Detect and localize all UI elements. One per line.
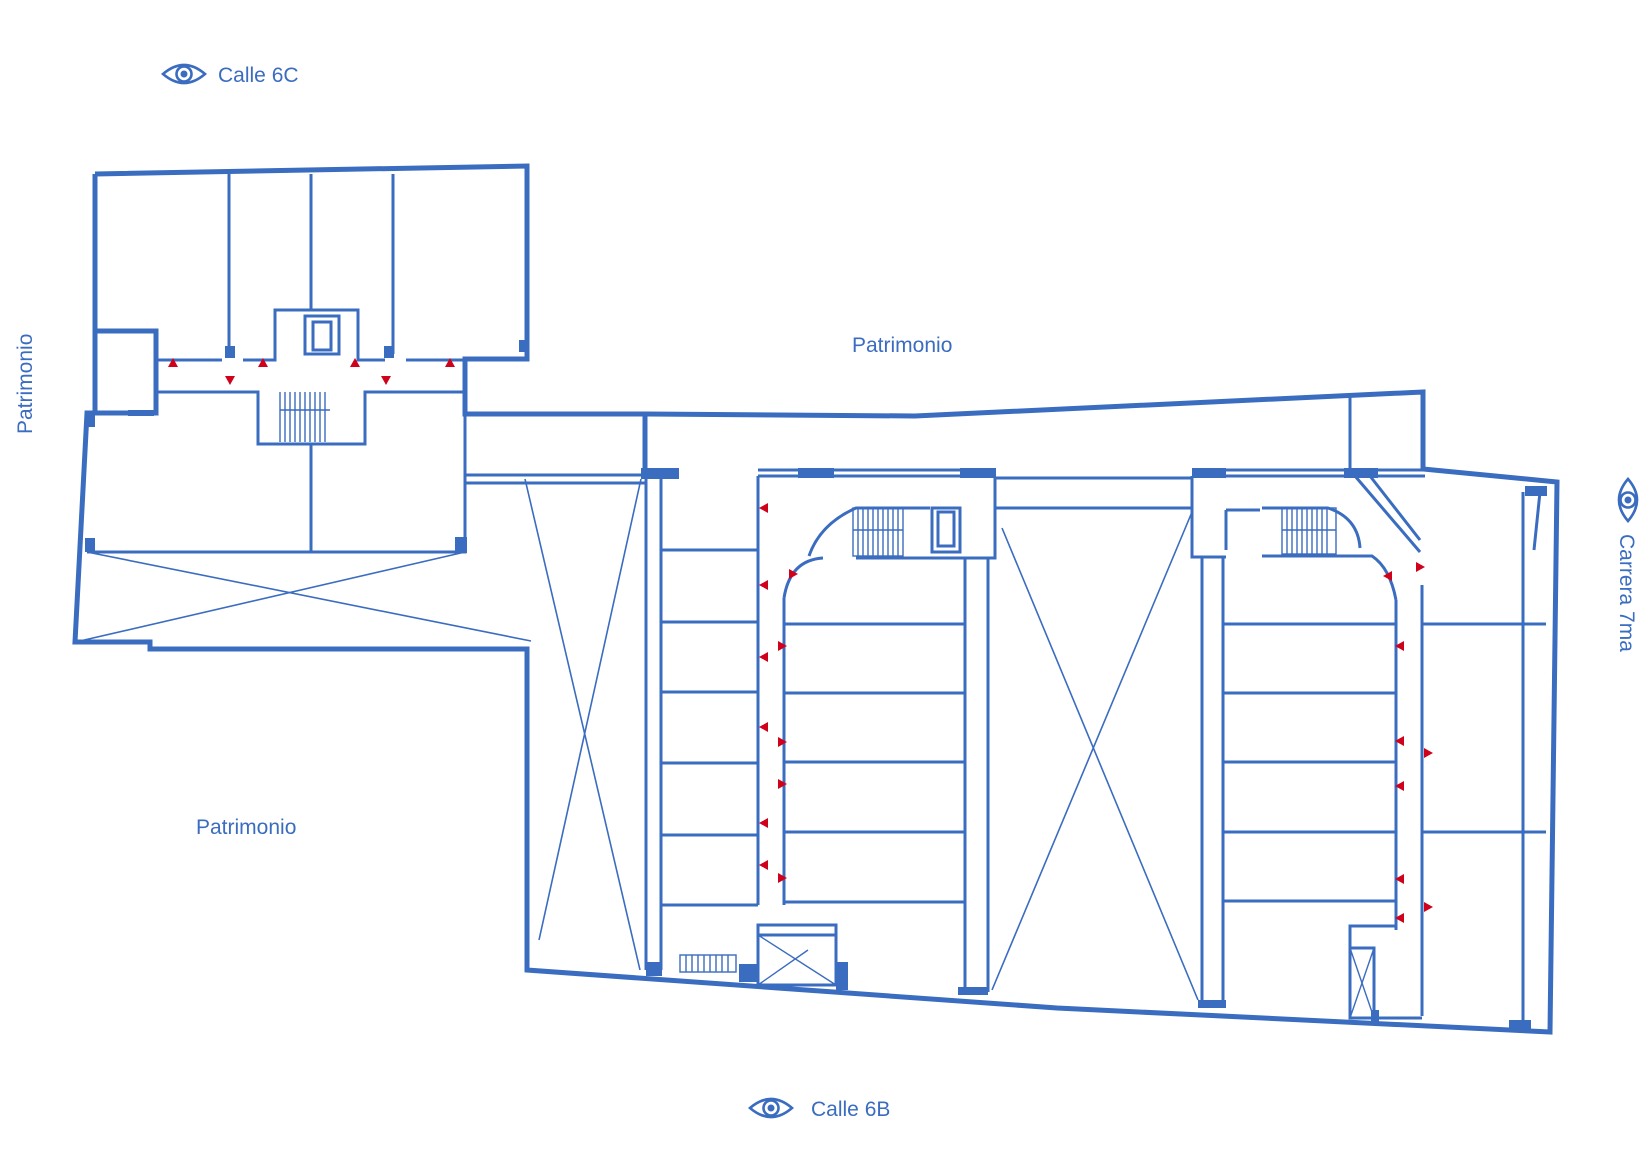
triangle-arrow-icon xyxy=(759,722,768,732)
street-label-calle-6b: Calle 6B xyxy=(811,1098,890,1121)
triangle-arrow-icon xyxy=(1395,641,1404,651)
triangle-arrow-icon xyxy=(350,358,360,367)
neighbor-label-bottom-left: Patrimonio xyxy=(196,816,296,839)
eye-icon xyxy=(1617,477,1639,523)
triangle-arrow-icon xyxy=(258,358,268,367)
triangle-arrow-icon xyxy=(1416,562,1425,572)
neighbor-label-left: Patrimonio xyxy=(14,334,37,434)
street-label-bottom: Calle 6B xyxy=(748,1097,890,1121)
exit-arrow-markers xyxy=(168,358,1433,923)
triangle-arrow-icon xyxy=(759,818,768,828)
street-label-right: Carrera 7ma xyxy=(1615,477,1639,652)
eye-icon xyxy=(748,1097,794,1119)
triangle-arrow-icon xyxy=(778,779,787,789)
triangle-arrow-icon xyxy=(1424,902,1433,912)
eye-icon xyxy=(161,63,207,85)
triangle-arrow-icon xyxy=(778,873,787,883)
street-label-top: Calle 6C xyxy=(161,63,299,87)
triangle-arrow-icon xyxy=(1395,874,1404,884)
neighbor-label-top: Patrimonio xyxy=(852,334,952,357)
triangle-arrow-icon xyxy=(789,569,798,579)
triangle-arrow-icon xyxy=(381,376,391,385)
street-label-calle-6c: Calle 6C xyxy=(218,64,299,87)
triangle-arrow-icon xyxy=(1395,781,1404,791)
tower-b xyxy=(1190,394,1547,1030)
central-void xyxy=(991,476,1199,1001)
triangle-arrow-icon xyxy=(778,641,787,651)
triangle-arrow-icon xyxy=(759,503,768,513)
left-block-interior xyxy=(79,174,532,642)
triangle-arrow-icon xyxy=(1395,736,1404,746)
triangle-arrow-icon xyxy=(445,358,455,367)
left-stair xyxy=(279,392,330,442)
triangle-arrow-icon xyxy=(168,358,178,367)
tower-a-bottom-stair xyxy=(679,954,737,973)
tower-a-stair xyxy=(852,507,904,557)
tower-b-stair xyxy=(1281,507,1337,555)
triangle-arrow-icon xyxy=(225,376,235,385)
triangle-arrow-icon xyxy=(759,652,768,662)
triangle-arrow-icon xyxy=(759,860,768,870)
triangle-arrow-icon xyxy=(778,737,787,747)
triangle-arrow-icon xyxy=(1383,571,1392,581)
connector-void xyxy=(524,416,679,971)
triangle-arrow-icon xyxy=(1424,748,1433,758)
street-label-carrera-7ma: Carrera 7ma xyxy=(1615,534,1638,652)
triangle-arrow-icon xyxy=(1395,913,1404,923)
triangle-arrow-icon xyxy=(759,580,768,590)
tower-a xyxy=(644,468,997,995)
